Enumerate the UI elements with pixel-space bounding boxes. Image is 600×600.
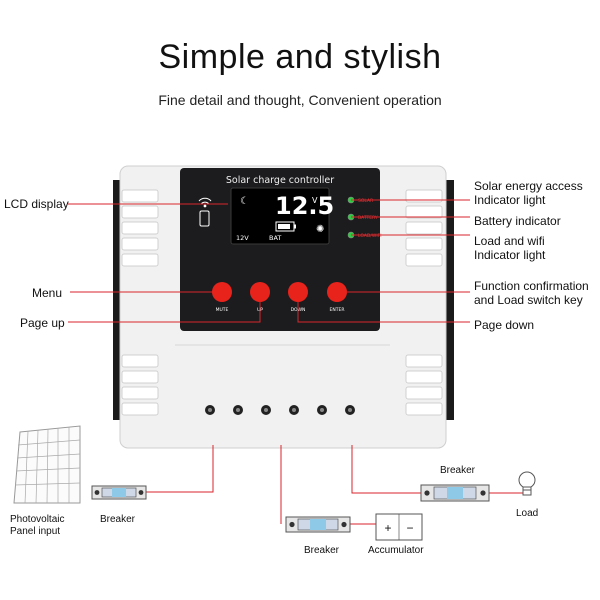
- left-top-vents: [121, 189, 159, 267]
- breaker-pv-label: Breaker: [100, 514, 136, 525]
- indicator-label-load: LOAD/WIFI: [358, 233, 382, 239]
- down-button[interactable]: [288, 282, 308, 302]
- breaker-pv-icon: [91, 485, 147, 500]
- indicator-label-solar: SOLAR: [358, 198, 373, 204]
- enter-button[interactable]: [327, 282, 347, 302]
- breaker-battery-icon: [285, 516, 351, 533]
- indicator-label-battery: BATTERY: [358, 215, 378, 221]
- callout-menu: Menu: [32, 286, 63, 300]
- lcd-bat-label: BAT: [269, 234, 281, 242]
- terminal-screws: [205, 405, 355, 415]
- callout-battery-indicator: Battery indicator: [474, 214, 561, 228]
- button-label-enter: ENTER: [330, 307, 345, 313]
- lcd-unit: V: [312, 196, 318, 205]
- page-title: Simple and stylish: [158, 38, 442, 76]
- button-label-mute: MUTE: [216, 307, 229, 313]
- breaker-load-icon: [420, 484, 490, 502]
- left-bottom-vents: [121, 354, 159, 416]
- callout-lines: [68, 199, 470, 323]
- breaker-battery-label: Breaker: [304, 545, 340, 556]
- panel-title: Solar charge controller: [226, 175, 334, 186]
- mute-button[interactable]: [212, 282, 232, 302]
- lcd-voltage: 12.5: [275, 192, 334, 220]
- light-bulb-icon: [518, 471, 536, 496]
- callout-page-up: Page up: [20, 316, 65, 330]
- lcd-system-voltage: 12V: [236, 234, 249, 242]
- right-top-vents: [405, 189, 443, 267]
- battery-plus: +: [384, 521, 391, 535]
- accumulator-icon: [375, 513, 423, 541]
- accumulator-label: Accumulator: [368, 545, 424, 556]
- bulb-icon: ✺: [316, 224, 324, 235]
- right-bottom-vents: [405, 354, 443, 416]
- phone-icon: [199, 210, 210, 227]
- buttons: [212, 282, 347, 302]
- breaker-load-label: Breaker: [440, 465, 476, 476]
- callout-page-down: Page down: [474, 318, 535, 332]
- load-label: Load: [516, 508, 539, 519]
- moon-icon: ☾: [240, 196, 249, 207]
- up-button[interactable]: [250, 282, 270, 302]
- callout-lcd-display: LCD display: [4, 197, 69, 211]
- wifi-icon: [198, 197, 212, 208]
- solar-panel-icon: [13, 425, 81, 504]
- lcd-screen: [230, 187, 330, 245]
- battery-minus: −: [406, 521, 413, 535]
- page-subtitle: Fine detail and thought, Convenient oper…: [158, 92, 442, 108]
